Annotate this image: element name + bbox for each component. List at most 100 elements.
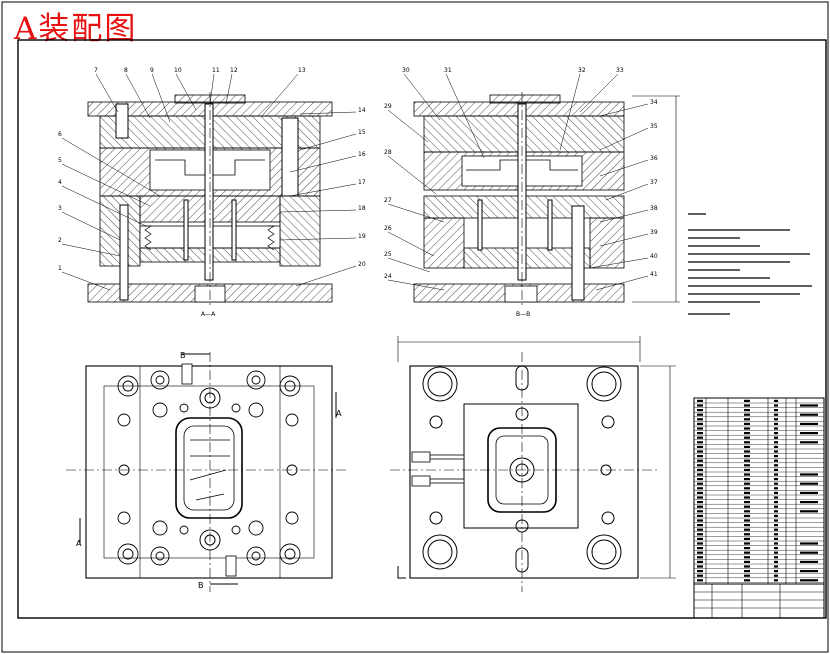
bom-cell-mark bbox=[774, 413, 778, 416]
bom-cell-mark bbox=[697, 487, 703, 490]
svg-text:18: 18 bbox=[358, 205, 366, 212]
svg-text:28: 28 bbox=[384, 149, 392, 156]
bom-cell-mark bbox=[744, 565, 750, 568]
bom-cell-mark bbox=[774, 551, 778, 554]
svg-text:7: 7 bbox=[94, 67, 98, 74]
bom-cell-mark bbox=[744, 524, 750, 527]
bom-cell-mark bbox=[744, 455, 750, 458]
bom-cell-mark bbox=[774, 445, 778, 448]
bom-cell-mark bbox=[774, 547, 778, 550]
bom-cell-mark bbox=[774, 491, 778, 494]
bom-row-lines bbox=[694, 402, 824, 583]
bom-cell-mark bbox=[774, 427, 778, 430]
svg-text:6: 6 bbox=[58, 131, 62, 138]
bom-cell-mark bbox=[744, 556, 750, 559]
bom-cell-mark bbox=[774, 473, 778, 476]
bom-cell-mark bbox=[697, 514, 703, 517]
bom-cell-mark bbox=[774, 524, 778, 527]
bom-cell-mark bbox=[697, 450, 703, 453]
svg-text:40: 40 bbox=[650, 253, 658, 260]
bom-cell-mark bbox=[697, 574, 703, 577]
bom-cell-mark bbox=[697, 501, 703, 504]
svg-text:8: 8 bbox=[124, 67, 128, 74]
bom-cell-mark bbox=[744, 404, 750, 407]
bom-cell-mark bbox=[697, 478, 703, 481]
svg-text:9: 9 bbox=[150, 67, 154, 74]
svg-text:10: 10 bbox=[174, 67, 182, 74]
bom-cell-mark bbox=[774, 418, 778, 421]
bom-cell-mark bbox=[744, 450, 750, 453]
svg-text:19: 19 bbox=[358, 233, 366, 240]
svg-text:36: 36 bbox=[650, 155, 658, 162]
bom-cell-mark bbox=[774, 482, 778, 485]
inner-frame bbox=[17, 39, 827, 619]
bom-cell-mark bbox=[744, 491, 750, 494]
bom-cell-mark bbox=[744, 505, 750, 508]
bom-cell-mark bbox=[774, 528, 778, 531]
bom-cell-mark bbox=[800, 441, 818, 444]
bom-cell-mark bbox=[697, 455, 703, 458]
bom-cell-mark bbox=[774, 464, 778, 467]
bom-table bbox=[693, 397, 825, 619]
svg-text:33: 33 bbox=[616, 67, 624, 74]
bom-cell-mark bbox=[774, 570, 778, 573]
bom-cell-mark bbox=[744, 468, 750, 471]
svg-text:2: 2 bbox=[58, 237, 62, 244]
bom-cell-mark bbox=[744, 478, 750, 481]
bom-cell-mark bbox=[744, 399, 750, 402]
bom-cell-mark bbox=[697, 464, 703, 467]
bom-cell-mark bbox=[744, 537, 750, 540]
bom-cell-mark bbox=[697, 427, 703, 430]
bom-cell-mark bbox=[800, 491, 818, 494]
bom-cell-mark bbox=[697, 551, 703, 554]
bom-cell-mark bbox=[800, 542, 818, 545]
bom-cell-mark bbox=[744, 496, 750, 499]
bom-cell-mark bbox=[774, 399, 778, 402]
bom-cell-mark bbox=[697, 491, 703, 494]
section-label-a-a: A—A bbox=[201, 311, 216, 318]
bom-cell-mark bbox=[744, 427, 750, 430]
bom-cell-mark bbox=[697, 565, 703, 568]
bom-cell-mark bbox=[744, 473, 750, 476]
bom-cell-mark bbox=[774, 496, 778, 499]
bom-cell-mark bbox=[800, 473, 818, 476]
bom-cell-mark bbox=[744, 436, 750, 439]
bom-cell-mark bbox=[774, 514, 778, 517]
bom-cell-mark bbox=[744, 413, 750, 416]
bom-cell-mark bbox=[774, 537, 778, 540]
svg-text:30: 30 bbox=[402, 67, 410, 74]
svg-text:29: 29 bbox=[384, 103, 392, 110]
bom-cell-mark bbox=[744, 459, 750, 462]
bom-cell-mark bbox=[774, 579, 778, 582]
bom-cell-mark bbox=[774, 487, 778, 490]
bom-cell-mark bbox=[697, 537, 703, 540]
bom-cell-mark bbox=[774, 542, 778, 545]
bom-cell-mark bbox=[744, 432, 750, 435]
bom-cell-mark bbox=[697, 556, 703, 559]
bom-cell-mark bbox=[774, 533, 778, 536]
cut-letter-b-top: B bbox=[180, 351, 186, 360]
bom-cell-mark bbox=[774, 441, 778, 444]
cut-letter-a-left: A bbox=[76, 539, 82, 548]
bom-cell-mark bbox=[697, 418, 703, 421]
svg-text:1: 1 bbox=[58, 265, 62, 272]
svg-text:4: 4 bbox=[58, 179, 62, 186]
bom-cell-mark bbox=[800, 404, 818, 407]
section-label-b-b: B—B bbox=[516, 311, 530, 318]
bom-cell-mark bbox=[744, 547, 750, 550]
svg-text:20: 20 bbox=[358, 261, 366, 268]
bom-cell-mark bbox=[697, 542, 703, 545]
bom-cell-mark bbox=[800, 560, 818, 563]
bom-cell-mark bbox=[744, 482, 750, 485]
svg-text:34: 34 bbox=[650, 99, 658, 106]
bom-cell-mark bbox=[697, 399, 703, 402]
bom-cell-mark bbox=[744, 579, 750, 582]
bom-cell-mark bbox=[774, 556, 778, 559]
bom-cell-mark bbox=[744, 409, 750, 412]
svg-text:12: 12 bbox=[230, 67, 238, 74]
bom-cell-marks bbox=[697, 399, 818, 582]
bom-cell-mark bbox=[744, 574, 750, 577]
bom-cell-mark bbox=[744, 445, 750, 448]
bom-cell-mark bbox=[774, 501, 778, 504]
